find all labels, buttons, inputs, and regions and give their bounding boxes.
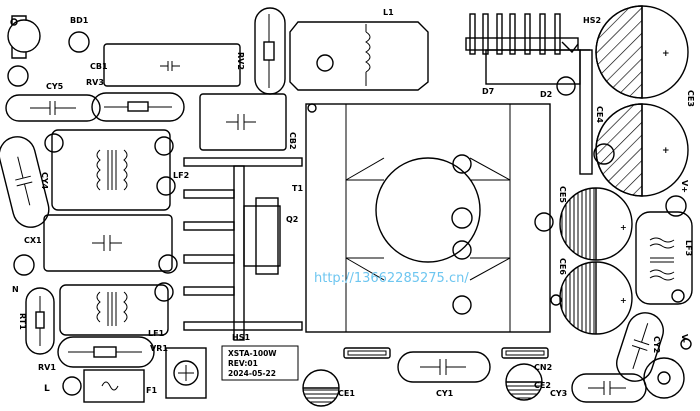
ce3-polarity: + <box>662 49 670 59</box>
ce1-capacitor <box>302 369 340 407</box>
mount-hole <box>62 376 82 396</box>
cy1-label: CY1 <box>436 389 454 398</box>
watermark-url[interactable]: http://13662285275.cn/ <box>314 271 469 286</box>
t1-transformer <box>305 103 551 333</box>
mount-hole <box>68 31 90 53</box>
rv2-varistor <box>254 7 286 95</box>
hs2-label: HS2 <box>583 16 601 25</box>
hs1-heatsink <box>183 157 303 341</box>
connector-a <box>343 347 391 359</box>
mount-hole <box>534 212 554 232</box>
mount-hole <box>556 76 576 96</box>
lf3-label: LF3 <box>684 240 693 256</box>
cy5-label: CY5 <box>46 82 64 91</box>
ce3-label: CE3 <box>686 90 695 107</box>
cn2-connector <box>501 347 549 359</box>
rv1-varistor <box>57 336 155 368</box>
mount-hole <box>7 65 29 87</box>
rv3-label: RV3 <box>86 78 104 87</box>
v-plus-label: V+ <box>680 180 689 193</box>
cb1-cap <box>103 43 241 87</box>
l1-label: L1 <box>383 8 394 17</box>
mount-hole <box>13 254 35 276</box>
mount-hole <box>44 133 64 153</box>
ce3-capacitor <box>595 5 689 99</box>
mount-hole <box>665 195 687 217</box>
lf1-label: LF1 <box>148 329 165 338</box>
mount-hole <box>671 289 685 303</box>
ce5-capacitor <box>559 187 633 261</box>
ce4-polarity: + <box>662 146 670 156</box>
f1-label: F1 <box>146 386 157 395</box>
info-box <box>221 345 299 381</box>
mount-hole <box>154 136 174 156</box>
cy2-capacitor <box>616 312 664 382</box>
cy3-capacitor <box>571 373 647 403</box>
mount-hole <box>156 176 176 196</box>
ce2-label: CE2 <box>534 381 551 390</box>
rt1-thermistor <box>25 287 55 355</box>
v-minus-label: V- <box>680 334 689 343</box>
mount-hole <box>680 338 692 350</box>
hs1-label: HS1 <box>232 333 250 342</box>
ce5-label: CE5 <box>558 186 567 203</box>
mount-hole <box>154 282 174 302</box>
t1-label: T1 <box>292 184 303 193</box>
hs2-heatsink <box>465 13 593 175</box>
n-label: N <box>12 285 19 294</box>
mount-hole <box>550 294 562 306</box>
f1-fuse <box>83 369 145 403</box>
bd1-label: BD1 <box>70 16 89 25</box>
lf3-inductor <box>635 211 693 305</box>
ce1-label: CE1 <box>338 389 355 398</box>
d2-label: D2 <box>540 90 552 99</box>
cy1-capacitor <box>397 351 491 383</box>
d7-label: D7 <box>482 87 494 96</box>
cb2-capacitor <box>199 93 287 151</box>
cy4-label: CY4 <box>40 172 49 190</box>
cy2-label: CY2 <box>652 336 661 353</box>
rv1-label: RV1 <box>38 363 56 372</box>
cb2-label: CB2 <box>288 132 297 150</box>
lf2-label: LF2 <box>173 171 189 180</box>
ce2-capacitor <box>505 363 543 401</box>
ce6-label: CE6 <box>558 258 567 275</box>
rv2-label: RV2 <box>236 52 245 70</box>
bd1-bridge <box>7 15 41 59</box>
rv3-varistor <box>91 92 185 122</box>
vr1-trimmer <box>165 347 207 399</box>
cb1-label: CB1 <box>90 62 108 71</box>
rt1-label: RT1 <box>18 313 27 330</box>
l1-inductor <box>289 21 429 91</box>
cb1-symbol <box>160 61 180 71</box>
cx1-capacitor <box>43 214 173 272</box>
cy5-capacitor <box>5 94 101 122</box>
lf2-filter <box>51 129 171 211</box>
l-label: L <box>44 384 50 394</box>
cx1-label: CX1 <box>24 236 42 245</box>
mount-hole <box>593 143 615 165</box>
mount-hole <box>158 254 178 274</box>
vr1-label: VR1 <box>150 344 168 353</box>
date-text: 2024-05-22 <box>228 369 276 378</box>
output-terminal <box>643 357 685 399</box>
ce4-label: CE4 <box>595 106 604 123</box>
ce6-polarity: + <box>620 296 627 305</box>
ce4-capacitor <box>595 103 689 197</box>
cy4-capacitor <box>0 136 50 228</box>
model-text: XSTA-100W <box>228 349 277 358</box>
cy3-label: CY3 <box>550 389 567 398</box>
lf1-filter <box>59 284 169 336</box>
q2-label: Q2 <box>286 215 298 224</box>
cn2-label: CN2 <box>534 363 552 372</box>
rev-text: REV:01 <box>228 359 258 368</box>
ce5-polarity: + <box>620 223 627 232</box>
